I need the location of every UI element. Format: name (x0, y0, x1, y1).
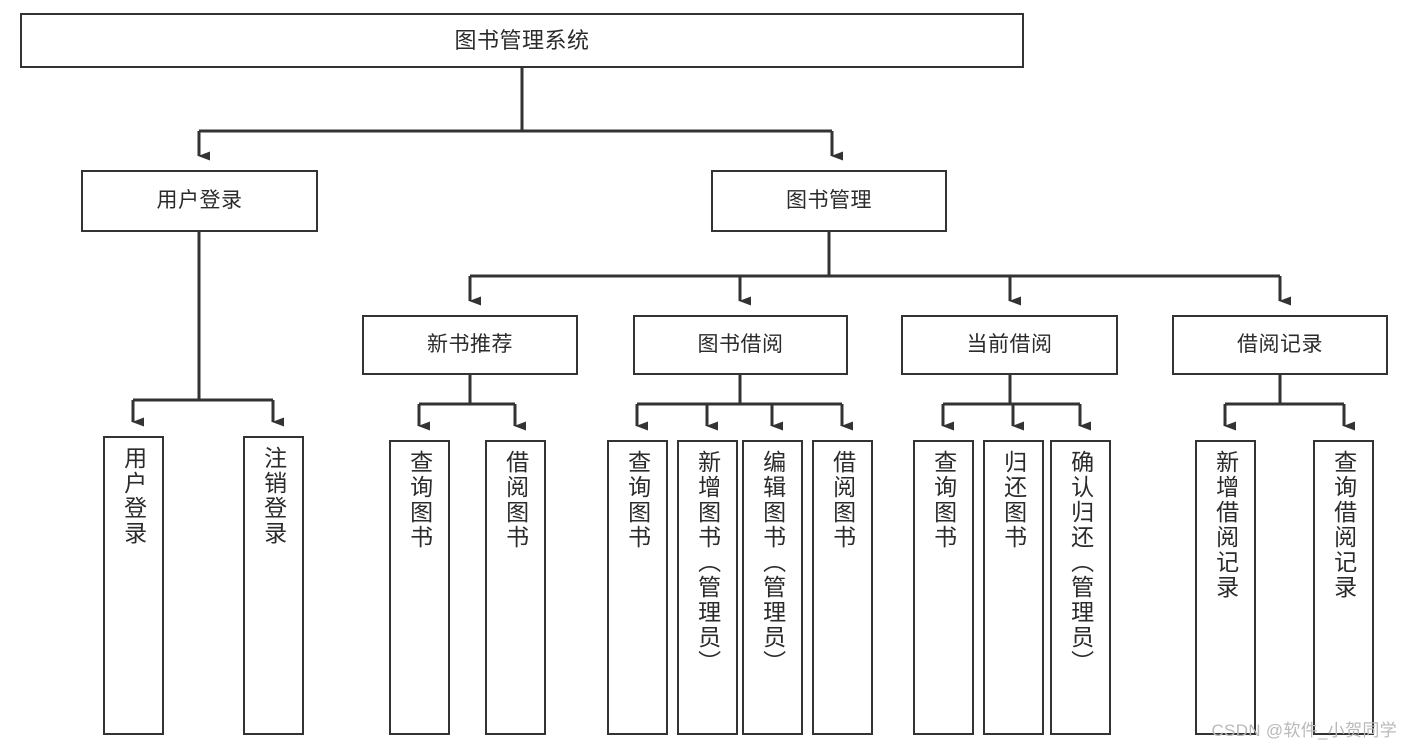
leaf-book-borrow-borrow[interactable]: 借阅图书 (812, 440, 873, 735)
node-label: 确认归还（管理员） (1067, 450, 1094, 675)
node-label: 图书借阅 (697, 332, 784, 356)
leaf-borrow-record-query[interactable]: 查询借阅记录 (1313, 440, 1374, 735)
node-label: 查询借阅记录 (1330, 450, 1357, 600)
leaf-current-borrow-query[interactable]: 查询图书 (913, 440, 974, 735)
leaf-current-borrow-return[interactable]: 归还图书 (983, 440, 1044, 735)
node-book-management[interactable]: 图书管理 (711, 170, 947, 232)
leaf-user-login-logout[interactable]: 注销登录 (243, 436, 304, 735)
node-label: 借阅图书 (829, 450, 856, 550)
leaf-new-book-query[interactable]: 查询图书 (389, 440, 450, 735)
node-label: 新书推荐 (427, 332, 513, 356)
node-label: 当前借阅 (966, 332, 1053, 356)
watermark: CSDN @软件_小贺同学 (1211, 721, 1397, 740)
node-label: 新增图书（管理员） (694, 450, 721, 675)
node-label: 用户登录 (156, 188, 243, 212)
node-user-login[interactable]: 用户登录 (81, 170, 318, 232)
node-label: 查询图书 (406, 450, 433, 550)
node-borrow-record[interactable]: 借阅记录 (1172, 315, 1388, 375)
node-label: 借阅记录 (1237, 332, 1323, 356)
node-label: 用户登录 (120, 446, 147, 546)
leaf-book-borrow-add[interactable]: 新增图书（管理员） (677, 440, 738, 735)
node-book-borrow[interactable]: 图书借阅 (633, 315, 848, 375)
node-label: 图书管理 (786, 188, 872, 212)
node-root-system[interactable]: 图书管理系统 (20, 13, 1024, 68)
node-label: 编辑图书（管理员） (759, 450, 786, 675)
node-label: 归还图书 (1000, 450, 1027, 550)
node-label: 注销登录 (260, 446, 287, 546)
leaf-current-borrow-confirm[interactable]: 确认归还（管理员） (1050, 440, 1111, 735)
leaf-user-login-login[interactable]: 用户登录 (103, 436, 164, 735)
node-label: 图书管理系统 (454, 27, 590, 53)
leaf-book-borrow-edit[interactable]: 编辑图书（管理员） (742, 440, 803, 735)
node-new-book-recommend[interactable]: 新书推荐 (362, 315, 578, 375)
node-label: 借阅图书 (502, 450, 529, 550)
node-label: 查询图书 (930, 450, 957, 550)
node-current-borrow[interactable]: 当前借阅 (901, 315, 1118, 375)
node-label: 新增借阅记录 (1212, 450, 1239, 600)
node-label: 查询图书 (624, 450, 651, 550)
leaf-borrow-record-add[interactable]: 新增借阅记录 (1195, 440, 1256, 735)
leaf-book-borrow-query[interactable]: 查询图书 (607, 440, 668, 735)
leaf-new-book-borrow[interactable]: 借阅图书 (485, 440, 546, 735)
